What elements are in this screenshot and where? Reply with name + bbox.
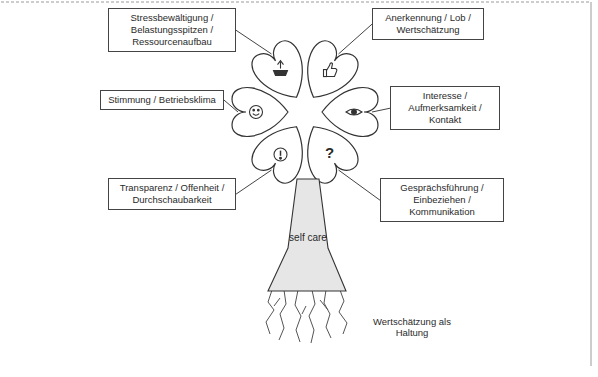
icon-part bbox=[327, 63, 337, 77]
icon-part bbox=[280, 62, 281, 69]
frame-line bbox=[1, 2, 591, 3]
text-box: Anerkennung / Lob / Wertschätzung bbox=[372, 8, 484, 40]
box-text: Stressbewältigung / Belastungsspitzen / … bbox=[114, 12, 230, 48]
box-text: Interesse / Aufmerksamkeit / Kontakt bbox=[396, 90, 494, 126]
trunk-shape bbox=[268, 179, 346, 291]
root-line bbox=[309, 290, 315, 343]
root-line bbox=[274, 298, 280, 306]
leaf-icon bbox=[346, 109, 362, 115]
leader-line bbox=[372, 108, 390, 112]
icon-part bbox=[274, 148, 287, 161]
leaf-symbol: ? bbox=[321, 144, 339, 162]
clover-leaves bbox=[232, 37, 378, 188]
tree-roots bbox=[266, 290, 347, 343]
text-box: Stimmung / Betriebsklima bbox=[100, 90, 224, 110]
frame-line bbox=[591, 2, 592, 366]
icon-part bbox=[324, 70, 327, 77]
leader-line bbox=[224, 100, 238, 112]
heart-leaf bbox=[292, 114, 362, 187]
root-line bbox=[266, 290, 274, 334]
leaf-icon bbox=[274, 148, 287, 161]
icon-part bbox=[258, 109, 260, 111]
icon-part bbox=[346, 109, 362, 115]
leaf-icon bbox=[324, 63, 337, 77]
leader-line bbox=[339, 24, 373, 54]
icon-part bbox=[280, 151, 282, 156]
root-line bbox=[324, 290, 331, 338]
icon-part bbox=[280, 157, 282, 159]
leader-line bbox=[339, 170, 381, 200]
root-label: Wertschätzung als Haltung bbox=[362, 316, 462, 339]
tree-trunk: self care bbox=[266, 178, 350, 292]
heart-leaf bbox=[232, 88, 288, 137]
box-text: Stimmung / Betriebsklima bbox=[106, 94, 218, 106]
leaf-icon bbox=[274, 61, 288, 76]
leaf-icon bbox=[250, 106, 263, 119]
text-box: Transparenz / Offenheit / Durchschaubark… bbox=[108, 178, 236, 210]
icon-part bbox=[352, 110, 357, 115]
trunk-label: self care bbox=[289, 232, 327, 244]
box-text: Anerkennung / Lob / Wertschätzung bbox=[378, 12, 478, 36]
icon-part bbox=[253, 109, 255, 111]
root-line bbox=[279, 290, 286, 340]
leader-line bbox=[236, 30, 272, 54]
icon-part bbox=[253, 114, 259, 116]
root-line bbox=[339, 290, 347, 334]
box-text: Transparenz / Offenheit / Durchschaubark… bbox=[114, 182, 230, 206]
icon-part bbox=[278, 61, 284, 65]
icon-part bbox=[250, 106, 263, 119]
box-text: Gesprächsführung / Einbeziehen / Kommuni… bbox=[386, 182, 498, 218]
text-box: Interesse / Aufmerksamkeit / Kontakt bbox=[390, 86, 500, 130]
root-line bbox=[302, 306, 306, 314]
leader-line bbox=[236, 170, 272, 194]
heart-leaf bbox=[322, 88, 378, 137]
text-box: Gesprächsführung / Einbeziehen / Kommuni… bbox=[380, 178, 504, 222]
root-line bbox=[295, 290, 301, 342]
icon-part bbox=[274, 71, 288, 76]
root-line bbox=[320, 300, 328, 310]
leaf-icons bbox=[250, 61, 363, 161]
text-box: Stressbewältigung / Belastungsspitzen / … bbox=[108, 8, 236, 52]
